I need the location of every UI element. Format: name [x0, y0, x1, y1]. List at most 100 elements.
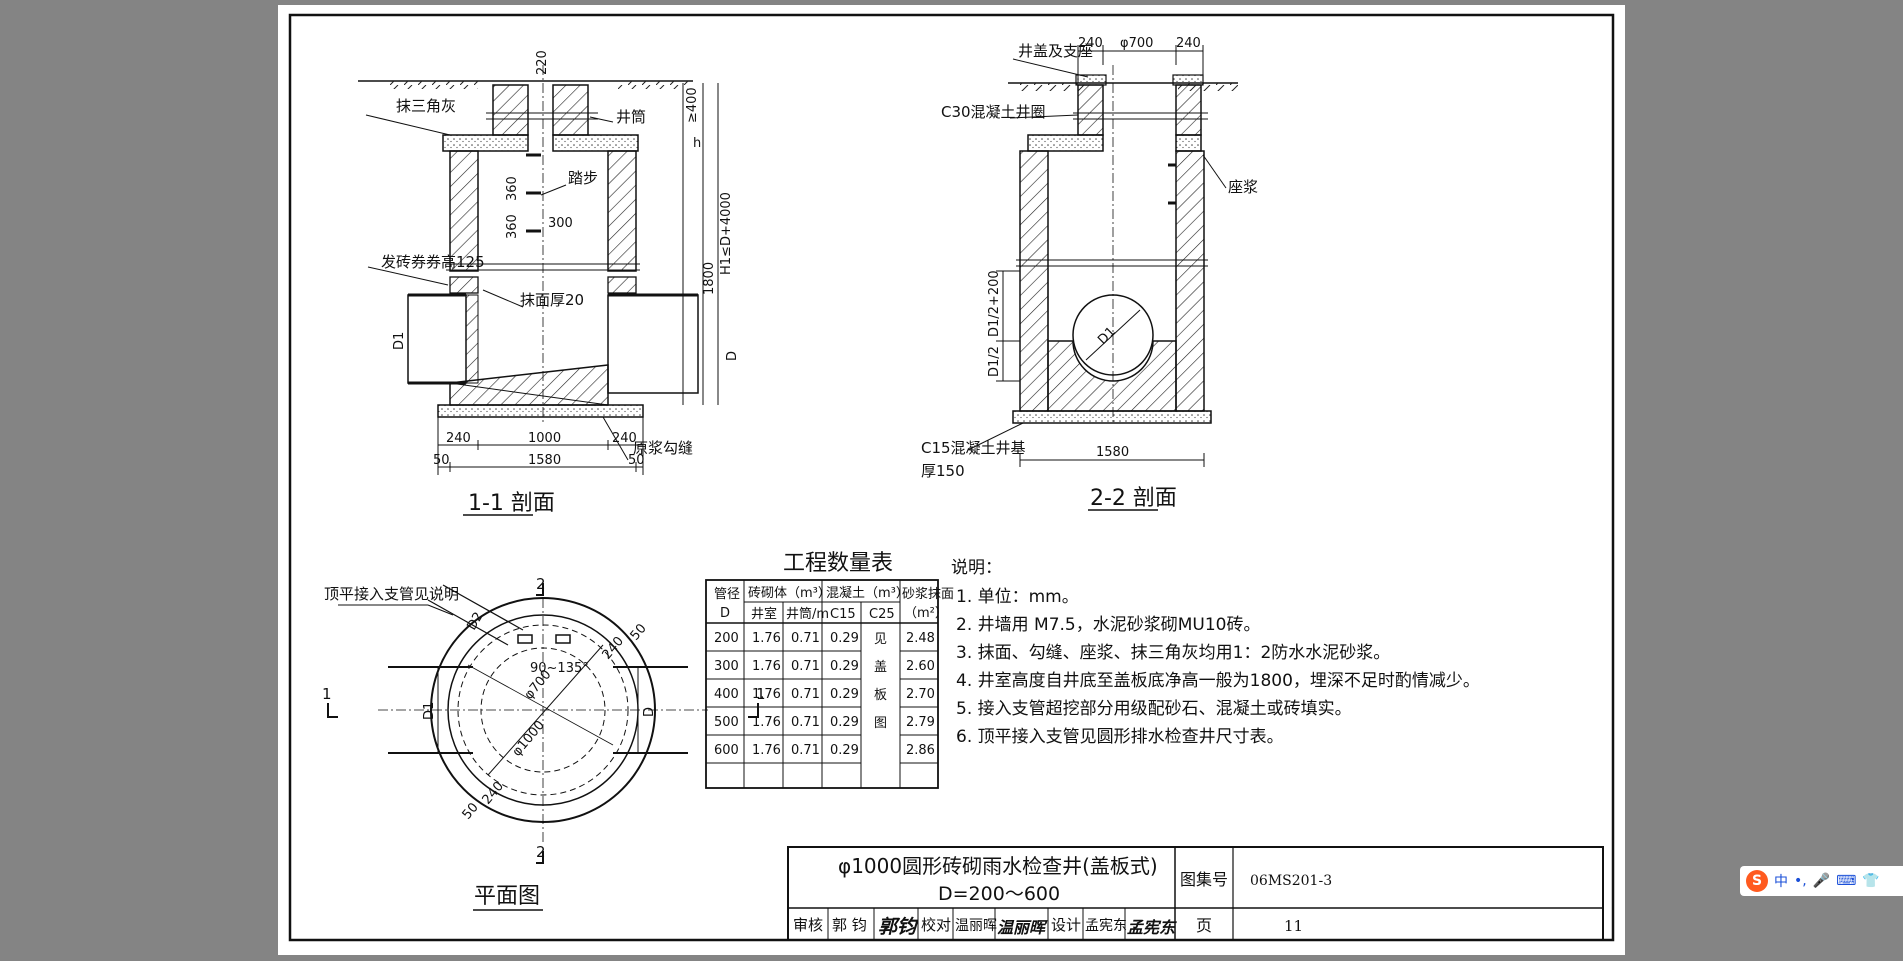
dim-b50a: 50	[433, 453, 450, 468]
dim-h: h	[693, 136, 701, 151]
check-label: 校对	[921, 916, 951, 934]
checker-signature: 温丽晖	[997, 918, 1048, 937]
cell-plaster: 2.48	[906, 631, 935, 646]
th-c15: C15	[830, 607, 856, 622]
see-cover-4: 图	[874, 716, 887, 731]
dim-400: ≥400	[685, 87, 700, 123]
dim-d: D	[725, 351, 740, 361]
cell-c15: 0.29	[830, 715, 859, 730]
cell-shaft: 0.71	[791, 743, 820, 758]
th-brick: 砖砌体（m³）	[748, 586, 831, 601]
table-row: 500 1.76 0.71 0.29 2.79	[714, 715, 935, 730]
quantity-table: 工程数量表 管径 D 砖砌体（m³） 井室 井筒/m 混凝土（m³） C15 C…	[705, 551, 954, 789]
cell-plaster: 2.79	[906, 715, 935, 730]
dim-h1: H1≤D+4000	[719, 192, 734, 275]
label-base: C15混凝土井基	[921, 439, 1026, 457]
ime-toolbar[interactable]: S 中 •, 🎤 ⌨ 👕	[1740, 866, 1903, 896]
dim-d-plan: D	[642, 707, 657, 717]
see-cover-1: 见	[874, 632, 887, 647]
sogou-logo-icon[interactable]: S	[1746, 870, 1768, 892]
drawing-title: φ1000圆形砖砌雨水检查井(盖板式)	[838, 854, 1158, 878]
cell-c15: 0.29	[830, 687, 859, 702]
cell-plaster: 2.86	[906, 743, 935, 758]
cell-shaft: 0.71	[791, 631, 820, 646]
cell-plaster: 2.60	[906, 659, 935, 674]
skin-icon[interactable]: 👕	[1862, 873, 1880, 889]
dim-v2: D1/2+200	[987, 270, 1002, 337]
cell-chamber: 1.76	[752, 659, 781, 674]
cell-chamber: 1.76	[752, 743, 781, 758]
ime-punctuation-toggle[interactable]: •,	[1794, 873, 1807, 889]
cell-d: 500	[714, 715, 739, 730]
dim-v1: D1/2	[987, 346, 1002, 377]
note-6: 6. 顶平接入支管见圆形排水检查井尺寸表。	[956, 727, 1284, 747]
th-plaster-unit: （m²）	[904, 606, 948, 621]
table-title: 工程数量表	[783, 551, 893, 576]
mark-section-2-bottom: 2	[536, 843, 546, 861]
section-1-1: 抹三角灰 井筒 踏步 发砖券券高125 抹面厚20 原浆勾缝 220 ≥400 …	[358, 50, 740, 516]
label-arch: 发砖券券高125	[381, 253, 485, 271]
designer-signature: 孟宪东	[1127, 918, 1177, 937]
dim-t700: φ700	[1120, 36, 1153, 51]
page-number: 11	[1284, 917, 1303, 935]
th-pipe: 管径	[714, 587, 740, 602]
title-plan: 平面图	[474, 884, 540, 909]
dim-b1580: 1580	[528, 453, 561, 468]
keyboard-icon[interactable]: ⌨	[1836, 873, 1857, 889]
atlas-number: 06MS201-3	[1250, 873, 1332, 889]
dim-360a: 360	[505, 176, 520, 201]
ime-language-toggle[interactable]: 中	[1774, 874, 1788, 890]
th-c25: C25	[869, 607, 895, 622]
dim-360b: 360	[505, 214, 520, 239]
microphone-icon[interactable]: 🎤	[1812, 873, 1831, 889]
dim-t240a: 240	[1078, 36, 1103, 51]
dim-d2: D2	[464, 610, 486, 633]
label-shaft: 井筒	[616, 108, 646, 126]
drawing-sheet: 抹三角灰 井筒 踏步 发砖券券高125 抹面厚20 原浆勾缝 220 ≥400 …	[278, 5, 1625, 955]
drawing-canvas: 抹三角灰 井筒 踏步 发砖券券高125 抹面厚20 原浆勾缝 220 ≥400 …	[288, 13, 1615, 942]
label-plaster: 抹面厚20	[520, 291, 584, 309]
review-label: 审核	[793, 916, 823, 934]
atlas-label: 图集号	[1180, 870, 1228, 889]
cell-shaft: 0.71	[791, 659, 820, 674]
th-chamber: 井室	[751, 606, 777, 622]
dim-220: 220	[535, 50, 550, 75]
cell-d: 600	[714, 743, 739, 758]
cell-d: 400	[714, 687, 739, 702]
cell-chamber: 1.76	[752, 631, 781, 646]
notes-title: 说明：	[951, 558, 1002, 578]
section-2-2: 井盖及支座 C30混凝土井圈 座浆 C15混凝土井基 厚150 240 φ700…	[921, 36, 1258, 511]
dim-240b: 240	[480, 779, 507, 808]
title-section-2-2: 2-2 剖面	[1090, 486, 1177, 511]
page-label: 页	[1196, 916, 1212, 935]
mark-section-1-left: 1	[322, 685, 332, 703]
cell-chamber: 1.76	[752, 715, 781, 730]
dim-b240a: 240	[446, 431, 471, 446]
dim-b50b: 50	[628, 453, 645, 468]
designer-name: 孟宪东	[1085, 917, 1127, 934]
th-concrete: 混凝土（m³）	[826, 585, 909, 601]
label-triangle-ash: 抹三角灰	[396, 97, 456, 115]
dim-t240b: 240	[1176, 36, 1201, 51]
cell-plaster: 2.70	[906, 687, 935, 702]
dim-angle: 90~135°	[530, 661, 589, 676]
note-3: 3. 抹面、勾缝、座浆、抹三角灰均用1：2防水水泥砂浆。	[956, 643, 1390, 663]
see-cover-2: 盖	[874, 660, 887, 675]
th-plaster: 砂浆抹面	[902, 587, 954, 602]
table-row: 200 1.76 0.71 0.29 2.48	[714, 631, 935, 646]
dim-b1000: 1000	[528, 431, 561, 446]
checker-name: 温丽晖	[955, 918, 997, 934]
note-4: 4. 井室高度自井底至盖板底净高一般为1800，埋深不足时酌情减少。	[956, 671, 1480, 691]
reviewer-name: 郭 钧	[832, 916, 867, 934]
label-plan-note: 顶平接入支管见说明	[324, 585, 459, 603]
note-1: 1. 单位：mm。	[956, 587, 1079, 607]
note-5: 5. 接入支管超挖部分用级配砂石、混凝土或砖填实。	[956, 699, 1352, 719]
cell-c15: 0.29	[830, 631, 859, 646]
reviewer-signature: 郭钧	[878, 916, 919, 938]
label-step: 踏步	[568, 169, 598, 187]
dim-phi1000: φ1000	[510, 718, 548, 760]
table-row: 600 1.76 0.71 0.29 2.86	[714, 743, 935, 758]
title-section-1-1: 1-1 剖面	[468, 491, 555, 516]
mark-section-1-right: 1	[756, 685, 766, 703]
th-pipe-d: D	[720, 606, 730, 621]
